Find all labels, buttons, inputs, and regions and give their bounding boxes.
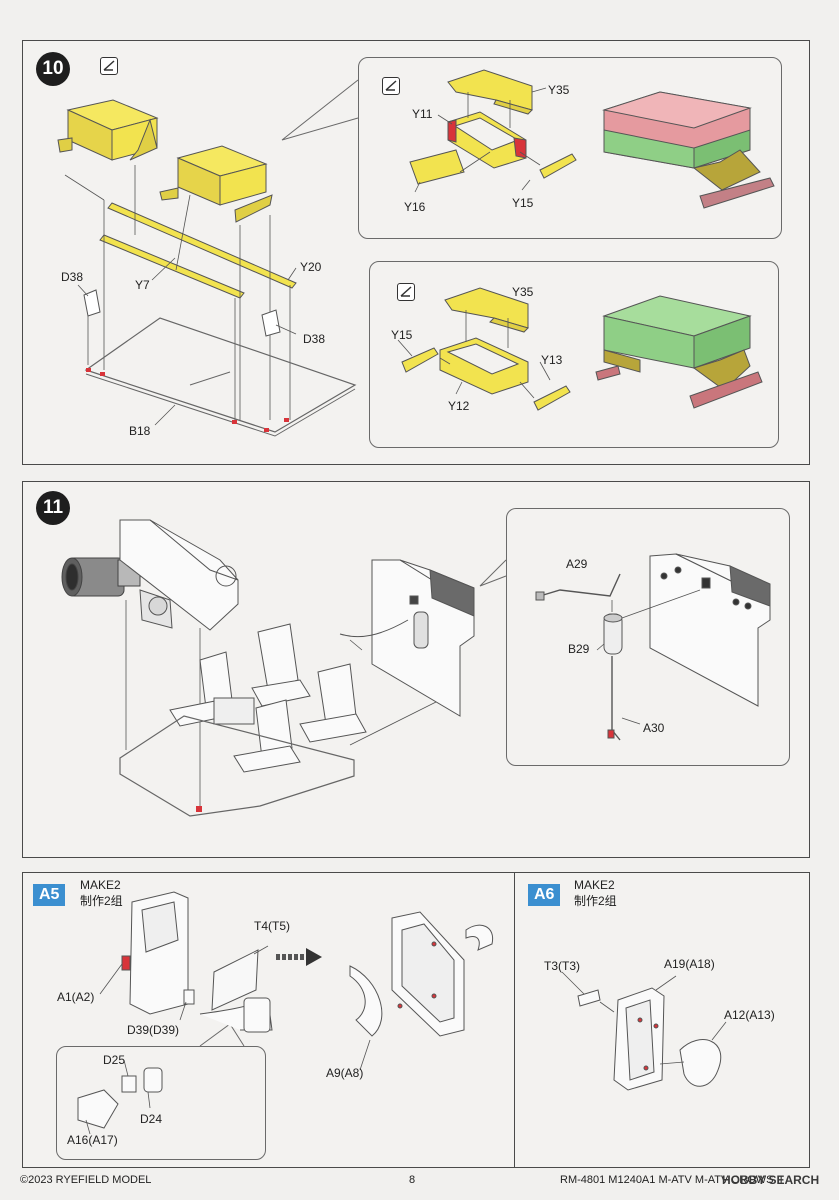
assembled-door [349, 911, 494, 1037]
label-d38-left: D38 [61, 270, 84, 284]
step-10-illustration [57, 79, 359, 437]
footer-product: RM-4801 M1240A1 M-ATV M-ATV CROWS II [560, 1174, 783, 1186]
label-t3: T3(T3) [544, 959, 580, 973]
label-detail-b-y35: Y35 [512, 285, 534, 299]
label-d39: D39(D39) [127, 1023, 180, 1037]
label-detail-a-y16: Y16 [404, 200, 426, 214]
hull-floor [119, 715, 355, 817]
bracket-d38-left [83, 289, 101, 317]
a5-make-cn: 制作2组 [80, 894, 123, 908]
footer-watermark: HOBBY SEARCH [722, 1173, 820, 1187]
window-t3 [577, 989, 601, 1007]
step-10-number: 10 [36, 52, 70, 86]
arrow-icon [276, 948, 322, 966]
label-detail-b-y13: Y13 [541, 353, 563, 367]
handle-a12 [679, 1039, 722, 1087]
bracket-d38-right [261, 309, 281, 337]
a5-make-en: MAKE2 [80, 878, 121, 892]
label-detail-b-y12: Y12 [448, 399, 470, 413]
door-frame-a1 [121, 891, 189, 1015]
label-a16: A16(A17) [67, 1133, 118, 1147]
label-a1: A1(A2) [57, 990, 95, 1004]
label-d38-right: D38 [303, 332, 326, 346]
label-detail-a-y11: Y11 [412, 107, 433, 121]
cable-a29 [539, 573, 621, 597]
label-t4: T4(T5) [254, 919, 290, 933]
side-panel [339, 559, 475, 717]
footer-page-number: 8 [409, 1174, 416, 1186]
dashboard-module [119, 519, 239, 631]
glue-icon [100, 57, 118, 75]
detail-b-illustration [397, 287, 763, 411]
window-t4 [211, 949, 259, 1011]
glue-icon [382, 77, 400, 95]
panel-y16 [409, 149, 465, 185]
step-y15 [539, 153, 577, 179]
label-d25: D25 [103, 1053, 126, 1067]
label-y20: Y20 [300, 260, 322, 274]
step-y13 [533, 385, 571, 411]
label-detail-a-y15: Y15 [512, 196, 534, 210]
label-a12: A12(A13) [724, 1008, 775, 1022]
label-d24: D24 [140, 1112, 163, 1126]
footer-copyright: ©2023 RYEFIELD MODEL [20, 1174, 152, 1186]
step-11-illustration [61, 519, 507, 817]
step-11-detail-illustration [535, 553, 771, 741]
label-a19: A19(A18) [664, 957, 715, 971]
detail-a-illustration [409, 69, 775, 209]
step-11-number: 11 [36, 491, 70, 525]
label-b29: B29 [568, 642, 590, 656]
hull-floor-b18 [84, 317, 357, 433]
detail-b-render [595, 295, 763, 409]
label-y7: Y7 [135, 278, 150, 292]
rail-y7 [99, 234, 245, 299]
label-detail-b-y15: Y15 [391, 328, 413, 342]
step-y15-b [401, 347, 439, 373]
a6-make-en: MAKE2 [574, 878, 615, 892]
label-a30: A30 [643, 721, 665, 735]
a6-make-cn: 制作2组 [574, 894, 617, 908]
stowage-box-right [159, 145, 273, 223]
seats [169, 623, 367, 773]
a5-badge: A5 [33, 884, 66, 906]
stowage-box-left [57, 99, 159, 161]
a6-badge: A6 [528, 884, 561, 906]
label-b18: B18 [129, 424, 151, 438]
rail-y20 [107, 202, 297, 289]
glue-icon [397, 283, 415, 301]
label-detail-a-y35: Y35 [548, 83, 570, 97]
label-a29: A29 [566, 557, 588, 571]
label-a9: A9(A8) [326, 1066, 364, 1080]
detail-a-render [602, 91, 775, 209]
